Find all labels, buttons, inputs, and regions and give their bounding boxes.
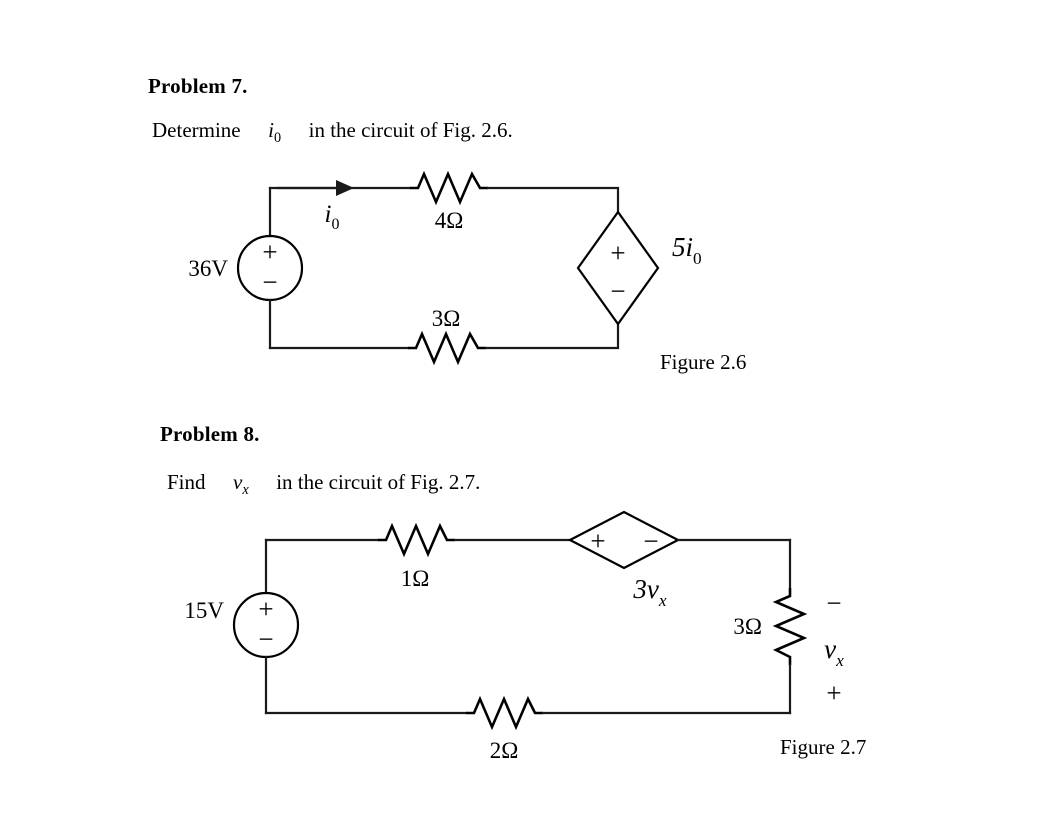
problem-8-prompt: Find vx in the circuit of Fig. 2.7. [167,470,480,499]
resistor-3ohm [408,330,486,366]
voltage-source-36v-minus: − [262,267,277,297]
problem-7-variable-symbol: i [268,118,274,142]
dependent-source-2-variable-subscript: x [658,591,667,610]
dependent-source-variable: i [686,232,694,262]
voltage-source-36v-plus: + [262,237,277,267]
current-label-subscript: 0 [331,216,339,233]
dependent-source-5i0-plus: + [610,238,625,268]
circuit-figure-2-6: + − 36V i0 4Ω 3Ω + − 5i0 [188,170,702,366]
voltage-source-15v-plus: + [258,594,273,624]
current-label-i0: i0 [325,201,340,233]
wire-bottom-right-segment [484,322,620,350]
dependent-source-5i0-minus: − [610,276,625,306]
resistor-2ohm [466,695,543,731]
voltage-source-36v-label: 36V [188,256,228,281]
vx-plus-sign: + [826,678,841,708]
problem-7-prompt: Determine i0 in the circuit of Fig. 2.6. [152,118,513,147]
problem-8-variable: vx [233,470,249,498]
resistor-1ohm [378,522,455,558]
current-label-symbol: i [325,201,332,228]
vx-label: vx [824,634,844,670]
problem-7-prompt-after: in the circuit of Fig. 2.6. [308,118,513,142]
dependent-source-3vx-minus: − [643,526,658,556]
problem-8-prompt-after: in the circuit of Fig. 2.7. [276,470,481,494]
current-arrow-head [336,180,354,196]
problem-8-prompt-before: Find [167,470,206,494]
dependent-source-2-variable: v [647,574,659,604]
resistor-1ohm-label: 1Ω [401,566,430,591]
resistor-3ohm-vertical [772,588,808,665]
dependent-source-3vx-diamond [567,510,681,570]
dependent-source-coefficient: 5 [672,232,686,262]
dependent-source-2-coefficient: 3 [632,574,647,604]
dependent-source-5i0-diamond [576,210,660,326]
problem-7-heading: Problem 7. [148,74,248,98]
vx-subscript: x [835,651,844,670]
vx-minus-sign: − [826,588,841,618]
circuit-figure-2-7: 1Ω + − 3vx + − 15V 2Ω 3Ω − vx + [184,510,844,763]
resistor-3ohm-label: 3Ω [432,306,461,331]
wire-top-right-segment [486,186,620,214]
problem-8-variable-symbol: v [233,470,243,494]
dependent-source-3vx-label: 3vx [632,574,666,610]
figure-2-6-caption: Figure 2.6 [660,350,747,374]
dependent-source-3vx-plus: + [590,526,605,556]
resistor-2ohm-label: 2Ω [490,738,519,763]
dependent-source-variable-subscript: 0 [693,249,702,268]
resistor-3ohm-vertical-label: 3Ω [733,614,762,639]
resistor-4ohm [410,170,488,206]
problem-8-heading: Problem 8. [160,422,260,446]
voltage-source-15v-minus: − [258,624,273,654]
figure-2-7-caption: Figure 2.7 [780,735,867,759]
voltage-source-15v-label: 15V [184,598,224,623]
problem-7-variable-subscript: 0 [273,130,282,147]
resistor-4ohm-label: 4Ω [435,208,464,233]
problem-7-prompt-before: Determine [152,118,241,142]
problem-7-variable: i0 [268,118,281,146]
dependent-source-5i0-label: 5i0 [672,232,702,268]
problem-8-variable-subscript: x [242,482,249,499]
vx-symbol: v [824,634,836,664]
